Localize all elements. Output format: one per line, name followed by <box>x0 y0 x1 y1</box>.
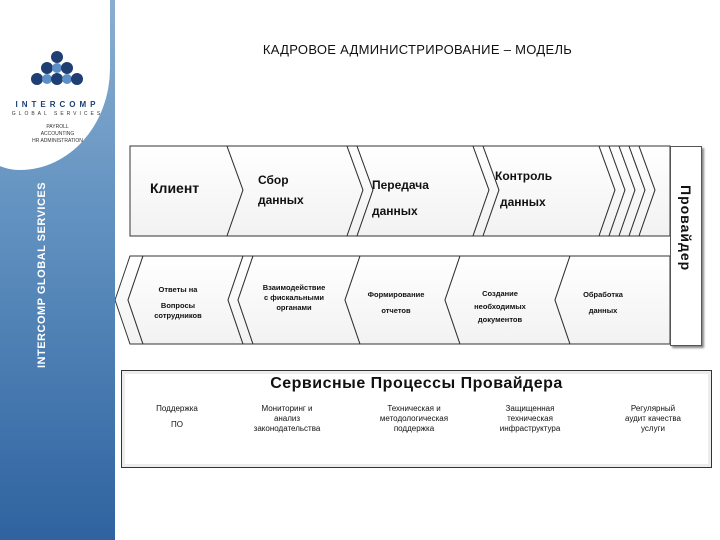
bottom-step-documents: Создание необходимых документов <box>450 287 550 326</box>
step-label: Вопросы <box>160 301 196 310</box>
step-label: органами <box>276 303 312 312</box>
bottom-step-fiscal: Взаимодействие с фискальными органами <box>244 283 344 313</box>
services-box: Сервисные Процессы Провайдера Поддержка … <box>121 370 712 468</box>
service-line: аудит качества <box>625 414 681 423</box>
bottom-step-processing: Обработка данных <box>553 287 653 319</box>
service-line: ПО <box>171 420 183 429</box>
step-label: данных <box>372 204 418 218</box>
step-label: данных <box>258 193 304 207</box>
step-label: сотрудников <box>154 311 202 320</box>
brand-tagline-line: HR ADMINISTRATION <box>32 138 83 144</box>
service-line: Защищенная <box>505 404 555 413</box>
service-item-support: Поддержка ПО <box>117 404 237 430</box>
service-line: Поддержка <box>156 404 198 413</box>
service-line: Мониторинг и <box>261 404 313 413</box>
service-item-infrastructure: Защищенная техническая инфраструктура <box>470 404 590 434</box>
service-item-audit: Регулярный аудит качества услуги <box>593 404 713 434</box>
step-label: необходимых <box>474 302 526 311</box>
top-chevron-row <box>129 145 671 237</box>
top-step-collect: Сбор данных <box>258 170 304 210</box>
step-label: Сбор <box>258 173 289 187</box>
step-label: данных <box>588 306 618 315</box>
service-item-methodology: Техническая и методологическая поддержка <box>354 404 474 434</box>
bottom-chevron-row <box>115 255 671 345</box>
brand-name: INTERCOMP <box>15 100 100 109</box>
service-line: анализ <box>273 414 301 423</box>
brand-sidebar: INTERCOMP GLOBAL SERVICES PAYROLL ACCOUN… <box>0 0 115 540</box>
bottom-step-reports: Формирование отчетов <box>346 287 446 319</box>
service-line: услуги <box>641 424 665 433</box>
step-label: Передача <box>372 178 429 192</box>
intercomp-logo-mark <box>0 50 115 100</box>
provider-box <box>670 146 702 346</box>
step-label: Обработка <box>583 290 623 299</box>
provider-label: Провайдер <box>678 185 694 272</box>
brand-subtitle: GLOBAL SERVICES <box>11 111 104 117</box>
page-title: КАДРОВОЕ АДМИНИСТРИРОВАНИЕ – МОДЕЛЬ <box>262 42 573 57</box>
step-label: Клиент <box>150 180 200 196</box>
brand-tagline-line: ACCOUNTING <box>40 131 75 137</box>
vertical-brand-text: INTERCOMP GLOBAL SERVICES <box>36 181 48 368</box>
service-line: Регулярный <box>630 404 676 413</box>
top-step-transfer: Передача данных <box>372 172 429 224</box>
brand-tagline-line: PAYROLL <box>46 124 69 130</box>
service-line: Техническая и <box>387 404 441 413</box>
top-chevron-deco <box>638 145 671 237</box>
step-label: с фискальными <box>264 293 324 302</box>
services-title: Сервисные Процессы Провайдера <box>270 375 563 392</box>
top-step-control: Контроль данных <box>495 163 552 215</box>
step-label: документов <box>477 315 523 324</box>
bottom-step-answers: Ответы на Вопросы сотрудников <box>128 285 228 321</box>
step-label: Контроль <box>495 169 553 183</box>
step-label: отчетов <box>381 306 411 315</box>
step-label: данных <box>500 195 546 209</box>
brand-tagline: PAYROLL ACCOUNTING HR ADMINISTRATION <box>0 124 115 145</box>
step-label: Взаимодействие <box>262 283 326 292</box>
service-line: методологическая <box>379 414 449 423</box>
service-item-monitoring: Мониторинг и анализ законодательства <box>227 404 347 434</box>
service-line: инфраструктура <box>499 424 561 433</box>
step-label: Ответы на <box>158 285 198 294</box>
top-step-client: Клиент <box>150 178 199 198</box>
process-flow-diagram <box>115 145 671 345</box>
service-line: техническая <box>507 414 553 423</box>
service-line: законодательства <box>253 424 321 433</box>
step-label: Создание <box>482 289 518 298</box>
service-line: поддержка <box>393 424 435 433</box>
step-label: Формирование <box>367 290 425 299</box>
